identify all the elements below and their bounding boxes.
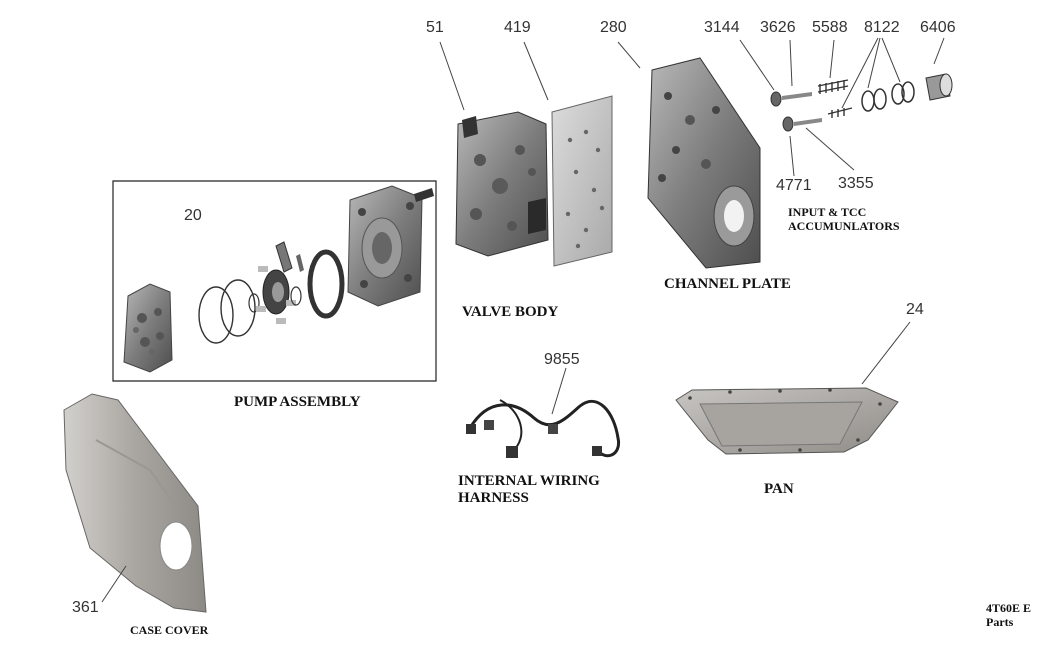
pan-caption: PAN	[764, 481, 794, 497]
wiring-harness-caption-line2: HARNESS	[458, 490, 529, 507]
part-number-3626: 3626	[760, 19, 796, 36]
channel-plate-caption: CHANNEL PLATE	[664, 276, 791, 292]
part-number-6406: 6406	[920, 19, 956, 36]
part-number-24: 24	[906, 301, 924, 318]
pump-rotor-part	[256, 266, 302, 324]
wiring-harness-caption: INTERNAL WIRING HARNESS	[458, 473, 600, 508]
part-number-51: 51	[426, 19, 444, 36]
part-number-20: 20	[184, 207, 202, 224]
pump-slide-ring	[307, 249, 345, 319]
part-number-3144: 3144	[704, 19, 740, 36]
valve-body-part	[455, 111, 549, 257]
corner-title-line1: 4T60E E	[986, 601, 1032, 615]
part-number-4771: 4771	[776, 177, 812, 194]
pump-assembly-caption: PUMP ASSEMBLY	[234, 394, 361, 410]
pump-seal-rings	[198, 279, 260, 344]
part-number-361: 361	[72, 599, 99, 616]
part-number-280: 280	[600, 19, 627, 36]
oil-pan-part	[675, 387, 899, 455]
corner-title-line2: Parts	[986, 614, 1014, 629]
accumulators-caption: INPUT & TCC ACCUMUNLATORS	[788, 205, 900, 234]
valve-body-caption: VALVE BODY	[462, 304, 559, 320]
wiring-harness-caption-line1: INTERNAL WIRING	[458, 473, 600, 489]
accumulators-caption-line2: ACCUMUNLATORS	[788, 218, 900, 233]
pump-cover-part	[123, 283, 173, 373]
accumulators-caption-line1: INPUT & TCC	[788, 205, 867, 219]
part-number-8122: 8122	[864, 19, 900, 36]
case-cover-part	[63, 393, 207, 613]
corner-title: 4T60E E Parts	[986, 601, 1032, 630]
part-number-3355: 3355	[838, 175, 874, 192]
part-number-9855: 9855	[544, 351, 580, 368]
spacer-plate-part	[551, 95, 613, 267]
case-cover-caption: CASE COVER	[130, 623, 209, 637]
wiring-harness-part	[466, 399, 621, 458]
channel-plate-part	[647, 57, 761, 269]
leader-lines	[101, 37, 945, 603]
part-number-5588: 5588	[812, 19, 848, 36]
accumulator-parts	[770, 73, 953, 132]
pump-spring-part	[275, 241, 304, 273]
pump-assembly-frame	[112, 180, 437, 382]
pump-body-part	[347, 185, 434, 307]
part-number-419: 419	[504, 19, 531, 36]
